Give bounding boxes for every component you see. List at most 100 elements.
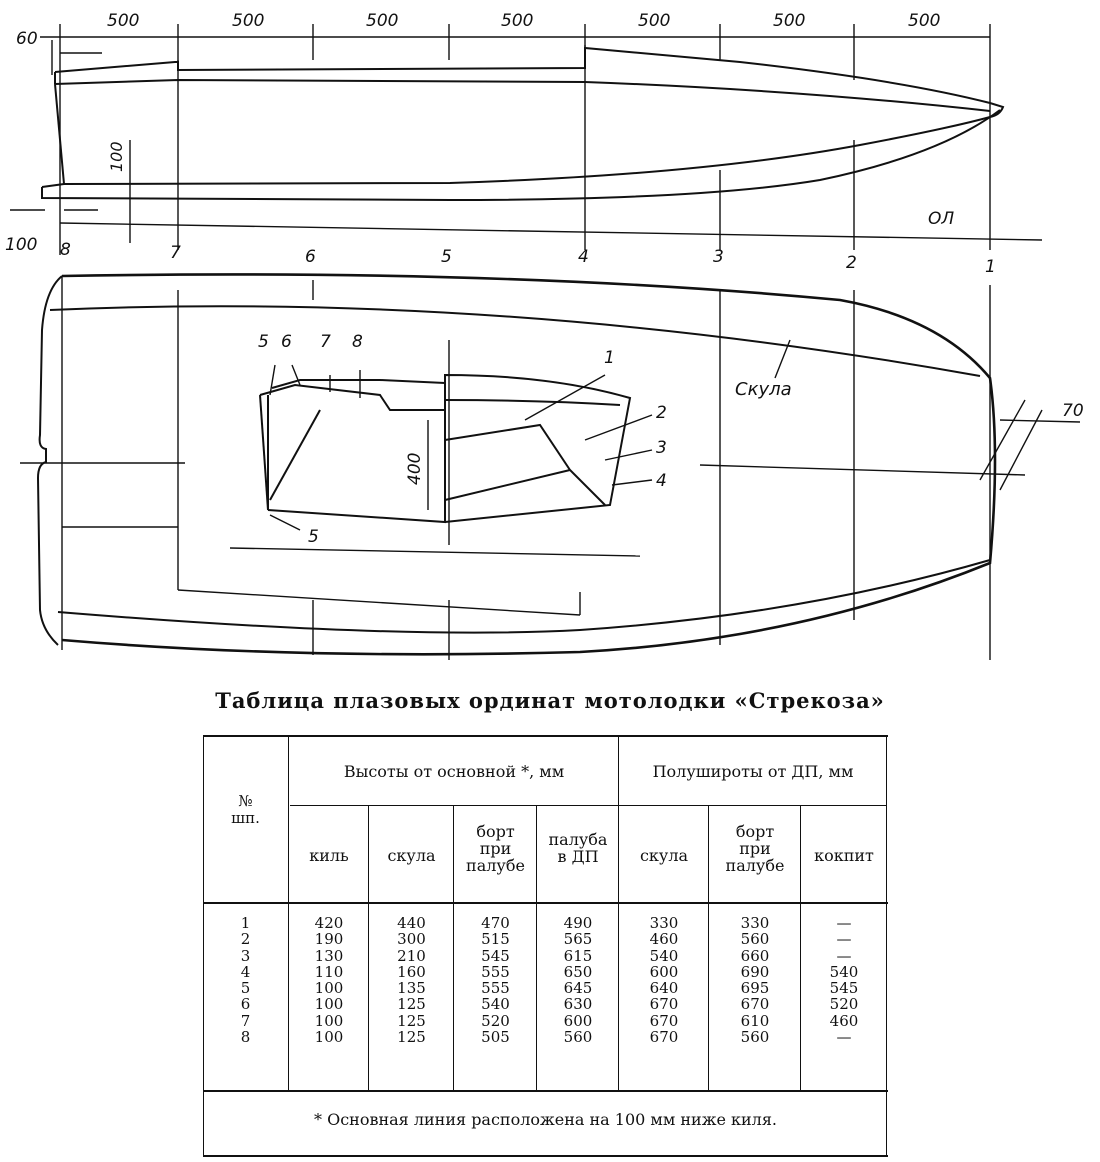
table-cell: 565 — [563, 930, 593, 949]
table-cell: 460 — [829, 1011, 859, 1030]
table-cell: 630 — [563, 995, 593, 1014]
table-cell: 670 — [649, 995, 679, 1014]
table-cell: 135 — [397, 979, 426, 998]
table-cell: 670 — [649, 1028, 679, 1047]
table-cell: 190 — [314, 930, 344, 949]
table-cell: 660 — [740, 946, 770, 965]
table-cell: 420 — [314, 914, 344, 932]
table-cell: 670 — [740, 995, 770, 1014]
table-cell: 555 — [481, 962, 510, 981]
table-cell: 330 — [649, 914, 679, 932]
frame-number-8: 8 — [60, 240, 71, 260]
table-cell: 560 — [563, 1028, 593, 1047]
table-cell: 8 — [240, 1028, 251, 1047]
col-rule — [368, 805, 369, 1090]
table-cell: — — [836, 1028, 852, 1047]
body-plan-sections — [259, 364, 653, 531]
footnote-rule — [203, 1090, 888, 1092]
table-cell: 130 — [314, 946, 344, 965]
frame-number-2: 2 — [846, 253, 857, 273]
table-top-rule — [203, 735, 888, 737]
table-cell: 520 — [829, 995, 859, 1014]
table-cell: 125 — [397, 1011, 426, 1030]
col-rule — [288, 735, 289, 1090]
table-cell: 3 — [240, 946, 251, 965]
section-label-5: 5 — [258, 332, 269, 352]
table-cell: 460 — [649, 930, 679, 949]
table-right-rule — [886, 735, 887, 1155]
table-cell: 545 — [829, 979, 859, 998]
table-cell: — — [836, 930, 852, 949]
section-label-2: 2 — [656, 403, 667, 423]
table-cell: — — [836, 914, 852, 932]
offsets-table: № шп. Высоты от основной *, мм Полуширoт… — [203, 735, 888, 1157]
table-cell: 125 — [397, 1028, 426, 1047]
table-cell: 695 — [740, 979, 770, 998]
col-header-deck-cl: палуба в ДП — [548, 830, 608, 866]
dim-label-spacing: 500 — [107, 11, 139, 31]
table-cell: 610 — [740, 1011, 770, 1030]
table-cell: 540 — [649, 946, 679, 965]
col-header-cockpit: кокпит — [814, 846, 874, 865]
table-cell: 2 — [240, 930, 251, 949]
table-cell: 100 — [314, 979, 344, 998]
dimension-chain — [40, 24, 991, 255]
dim-label-spacing: 500 — [773, 11, 805, 31]
cockpit-depth-label: 400 — [405, 453, 425, 485]
col-header-chine-halfbreadth: скула — [639, 846, 689, 865]
table-cell: 110 — [314, 962, 344, 981]
profile-view — [10, 45, 1043, 250]
dim-label-transom-base: 100 — [5, 235, 37, 255]
col-rule — [453, 805, 454, 1090]
table-cell: 645 — [563, 979, 593, 998]
table-cell: 4 — [240, 962, 251, 981]
section-label-6: 6 — [281, 332, 292, 352]
col-header-chine-height: скула — [387, 846, 436, 865]
table-cell: 640 — [649, 979, 679, 998]
table-cell: 560 — [740, 930, 770, 949]
frame-number-header: № шп. — [231, 792, 260, 827]
header-rule — [203, 902, 888, 904]
table-cell: 545 — [481, 946, 510, 965]
table-cell: 160 — [397, 962, 426, 981]
section-label-3: 3 — [656, 438, 667, 458]
table-cell: 650 — [563, 962, 593, 981]
frame-number-3: 3 — [713, 247, 724, 267]
dim-label-spacing: 500 — [908, 11, 940, 31]
table-cell: 690 — [740, 962, 770, 981]
table-cell: 540 — [481, 995, 510, 1014]
table-cell: 490 — [563, 914, 593, 932]
section-label-4: 4 — [656, 471, 667, 491]
frame-number-6: 6 — [305, 247, 316, 267]
table-cell: 560 — [740, 1028, 770, 1047]
table-cell: 670 — [649, 1011, 679, 1030]
col-rule — [800, 805, 801, 1090]
dim-label-transom-offset: 60 — [16, 29, 38, 49]
col-rule — [618, 735, 619, 1090]
boat-lines-drawing: 500 500 500 500 500 500 500 60 100 100 О… — [5, 11, 1084, 660]
section-label-1: 1 — [604, 348, 615, 368]
dim-label-spacing: 500 — [366, 11, 398, 31]
table-title: Таблица плазовых ординат мотолодки «Стре… — [215, 688, 885, 713]
col-header-side-halfbreadth: борт при палубе — [725, 822, 785, 875]
frame-number-7: 7 — [170, 243, 181, 263]
table-cell: 600 — [563, 1011, 593, 1030]
heights-group-header: Высоты от основной *, мм — [343, 762, 565, 781]
table-cell: 300 — [397, 930, 426, 949]
col-header-side-height: борт при палубе — [466, 822, 525, 875]
table-left-rule — [203, 735, 204, 1155]
table-cell: 7 — [240, 1011, 251, 1030]
table-cell: 540 — [829, 962, 859, 981]
dim-label-spacing: 500 — [232, 11, 264, 31]
dim-label-stem-offset: 70 — [1062, 401, 1084, 421]
table-cell: — — [836, 946, 852, 965]
plan-view — [20, 273, 1081, 660]
table-cell: 515 — [481, 930, 510, 949]
table-cell: 505 — [481, 1028, 510, 1047]
table-cell: 6 — [240, 995, 251, 1014]
table-cell: 5 — [240, 979, 251, 998]
section-label-7: 7 — [320, 332, 331, 352]
